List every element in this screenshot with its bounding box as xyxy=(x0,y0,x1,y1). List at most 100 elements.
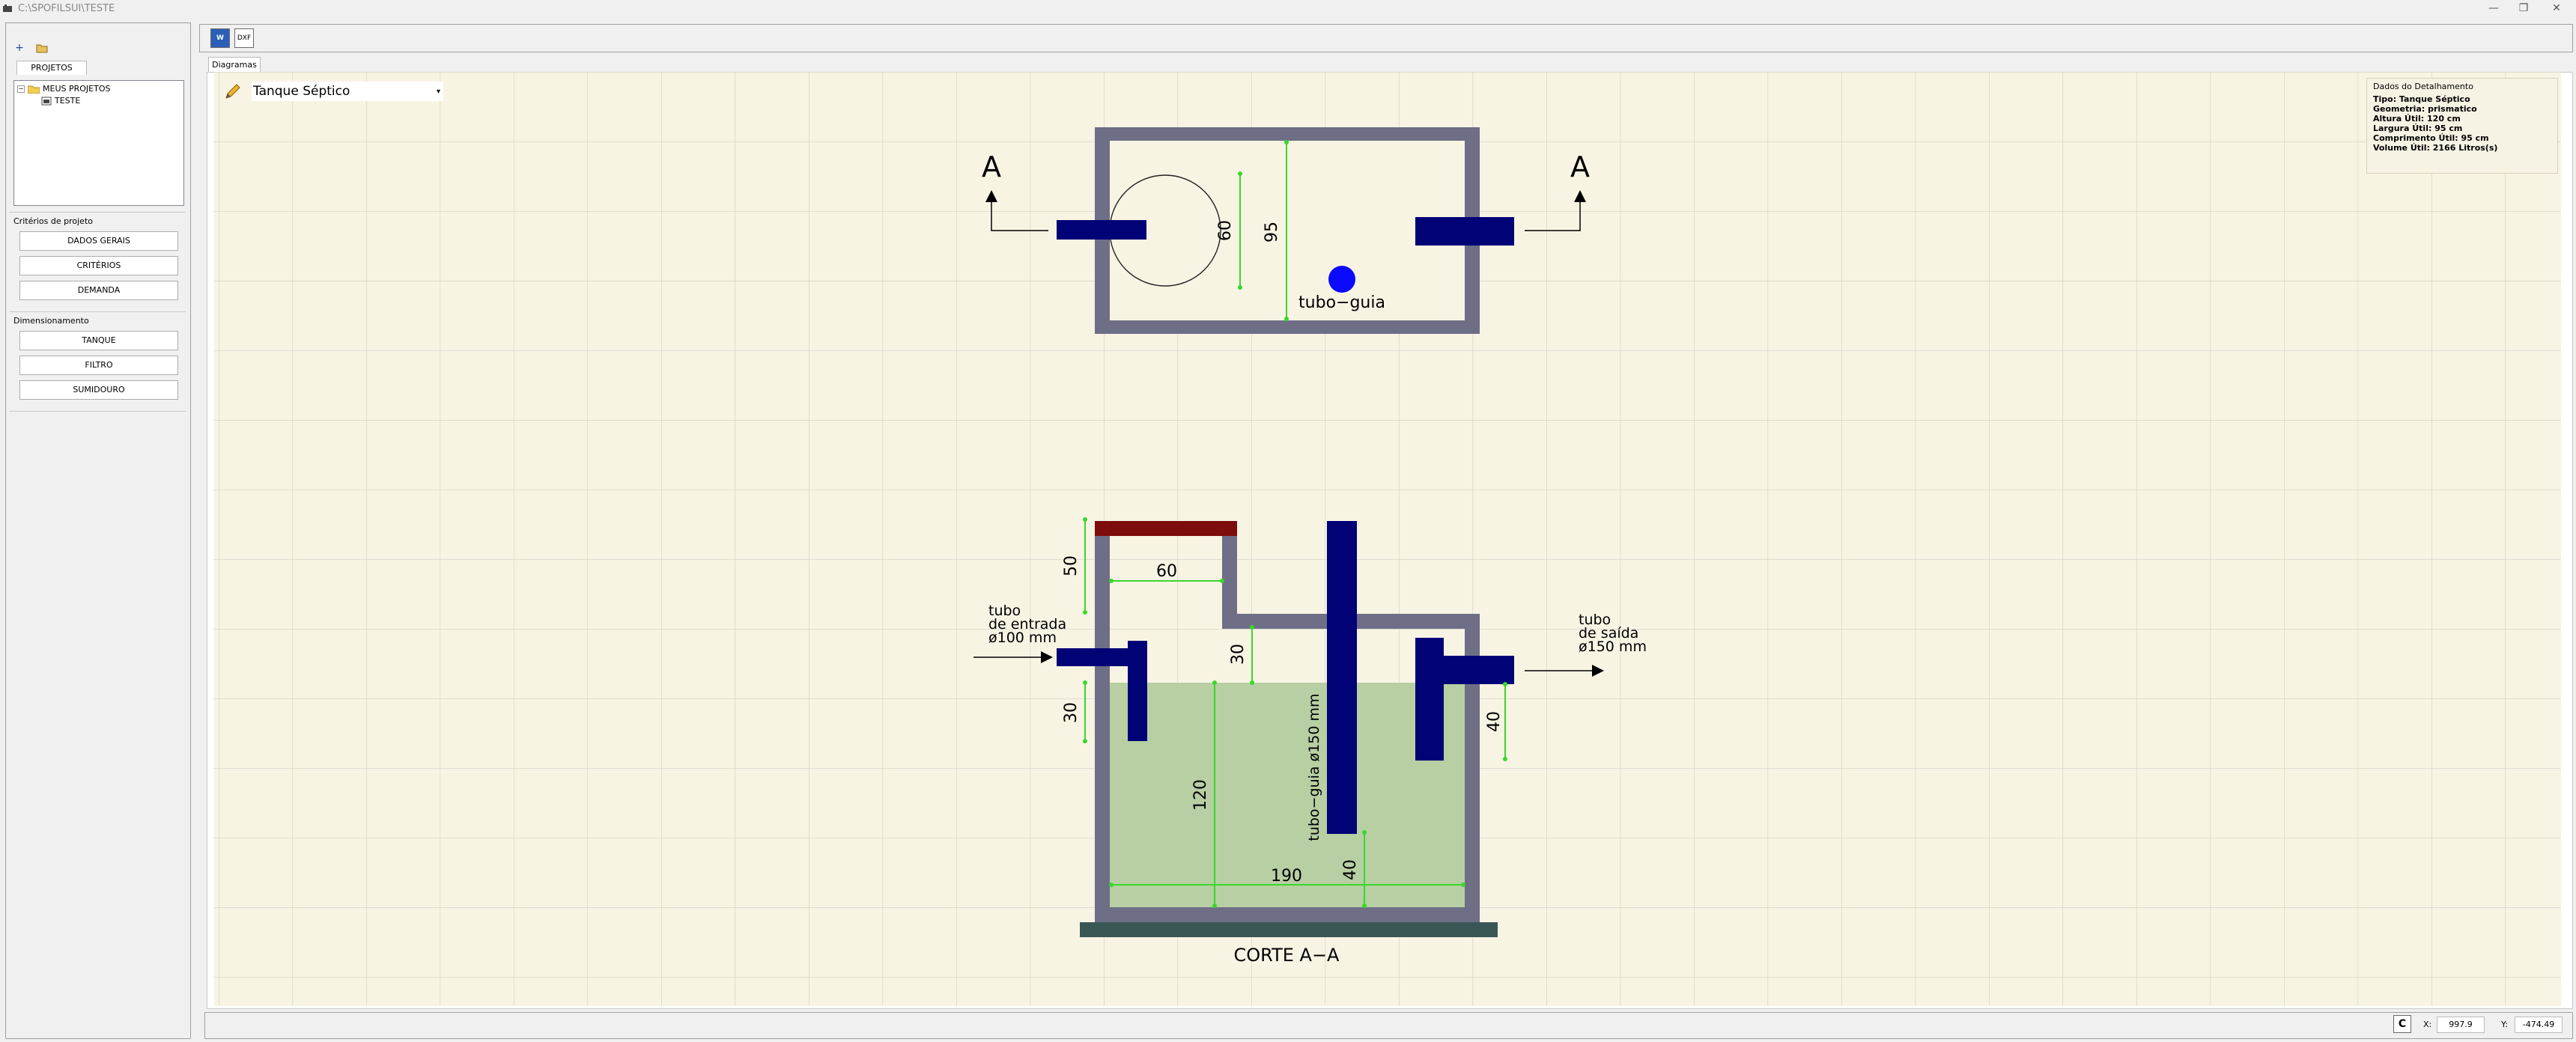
tank-base xyxy=(1080,922,1498,937)
section-line-right xyxy=(1525,201,1581,231)
dimension-tick xyxy=(1284,140,1289,144)
outlet-pipe xyxy=(1415,217,1514,246)
info-box-title: Dados do Detalhamento xyxy=(2373,82,2473,91)
dimension-label-length: 190 xyxy=(1271,867,1302,886)
inspection-neck xyxy=(1222,533,1237,629)
dimension-label-cover-height: 50 xyxy=(1062,555,1081,576)
dimension-tick xyxy=(1284,317,1289,321)
projects-tree[interactable]: − MEUS PROJETOS TESTE xyxy=(13,80,184,206)
tree-item-label: MEUS PROJETOS xyxy=(43,84,111,94)
divider xyxy=(9,212,186,213)
dimension-label-liquid-height: 120 xyxy=(1191,779,1210,811)
diagram-selector: Tanque Séptico ▾ xyxy=(223,81,443,102)
collapse-icon[interactable]: − xyxy=(17,85,25,93)
guide-pipe-section xyxy=(1327,521,1357,834)
outlet-pipe-section xyxy=(1415,656,1514,684)
diagram-type-select[interactable]: Tanque Séptico ▾ xyxy=(252,82,443,101)
open-project-button[interactable] xyxy=(34,40,49,55)
y-coordinate-field: -474.49 xyxy=(2515,1017,2563,1033)
section-view: tubo de entrada ø100 mm tubo de saída ø1… xyxy=(973,517,1647,966)
add-project-button[interactable]: + xyxy=(12,40,27,55)
sizing-group-label: Dimensionamento xyxy=(13,316,89,326)
dimension-label-bottom-gap: 40 xyxy=(1341,859,1360,880)
dimension-label-diameter: 60 xyxy=(1216,220,1235,241)
title-bar: C:\SPOFILSUI\TESTE — ❐ ✕ xyxy=(0,0,2576,16)
tank-wall-left xyxy=(1095,533,1110,922)
maximize-button[interactable]: ❐ xyxy=(2518,2,2529,14)
x-coordinate-field: 997.9 xyxy=(2437,1017,2485,1033)
info-line: Volume Útil: 2166 Litros(s) xyxy=(2373,143,2498,153)
tank-wall-right xyxy=(1465,614,1480,922)
section-mark-left: A xyxy=(982,150,1001,183)
tanque-button[interactable]: TANQUE xyxy=(19,331,178,350)
dimension-ticks xyxy=(1083,517,1507,908)
filtro-button[interactable]: FILTRO xyxy=(19,356,178,375)
outlet-pipe-label: tubo de saída ø150 mm xyxy=(1579,612,1647,655)
inlet-flow-arrow xyxy=(1041,651,1053,663)
tree-item-teste[interactable]: TESTE xyxy=(41,96,80,106)
drawing-canvas[interactable]: 60 95 tubo−guia A A xyxy=(214,72,2561,1006)
tree-item-meus-projetos[interactable]: − MEUS PROJETOS xyxy=(17,84,110,94)
section-caption: CORTE A−A xyxy=(1234,945,1340,966)
folder-icon xyxy=(28,85,40,94)
open-folder-icon xyxy=(36,44,48,53)
section-arrow-right xyxy=(1574,190,1586,202)
dimension-lines xyxy=(1084,520,1506,906)
dimension-label-inlet-depth: 30 xyxy=(1062,702,1081,723)
info-line: Largura Útil: 95 cm xyxy=(2373,124,2463,133)
info-line: Comprimento Útil: 95 cm xyxy=(2373,133,2489,143)
dimension-label-width: 95 xyxy=(1263,222,1281,243)
tank-floor xyxy=(1095,907,1480,922)
section-line-left xyxy=(991,201,1048,231)
dxf-icon: DXF xyxy=(237,34,252,42)
dimension-label-headspace: 30 xyxy=(1229,644,1248,665)
info-line: Geometria: prismatico xyxy=(2373,104,2477,114)
pencil-icon[interactable] xyxy=(223,82,243,101)
dimension-tick xyxy=(1238,285,1242,290)
info-line: Altura Útil: 120 cm xyxy=(2373,114,2461,124)
liquid-volume xyxy=(1110,683,1465,907)
window-title: C:\SPOFILSUI\TESTE xyxy=(18,3,115,14)
minimize-button[interactable]: — xyxy=(2488,2,2499,14)
main-toolbar: W DXF xyxy=(199,24,2573,52)
inlet-pipe xyxy=(1057,220,1146,240)
outlet-flow-arrow xyxy=(1592,665,1604,677)
word-icon: W xyxy=(216,34,224,42)
dados-gerais-button[interactable]: DADOS GERAIS xyxy=(19,231,178,251)
inspection-cover xyxy=(1095,521,1237,536)
chevron-down-icon[interactable]: ▾ xyxy=(436,87,440,96)
tree-item-label: TESTE xyxy=(55,96,81,106)
guide-pipe-section-label: tubo−guia ø150 mm xyxy=(1306,693,1322,841)
guide-pipe-label: tubo−guia xyxy=(1298,293,1385,312)
details-info-box: Dados do Detalhamento Tipo: Tanque Sépti… xyxy=(2366,78,2558,174)
plan-view: 60 95 tubo−guia A A xyxy=(982,127,1590,334)
info-line: Tipo: Tanque Séptico xyxy=(2373,94,2470,104)
left-panel: + PROJETOS − MEUS PROJETOS TESTE Critéri… xyxy=(5,22,191,1039)
tab-diagramas[interactable]: Diagramas xyxy=(208,57,261,73)
guide-pipe-dot xyxy=(1328,266,1355,293)
dimension-tick xyxy=(1238,171,1242,176)
inlet-tee xyxy=(1128,641,1147,741)
inlet-pipe-label: tubo de entrada ø100 mm xyxy=(988,603,1071,646)
dimension-label-cover-width: 60 xyxy=(1156,562,1177,581)
app-icon xyxy=(3,4,12,12)
divider xyxy=(9,311,186,312)
export-dxf-button[interactable]: DXF xyxy=(234,28,254,48)
dimension-label-outlet-depth: 40 xyxy=(1485,711,1504,732)
y-coordinate-label: Y: xyxy=(2501,1020,2508,1029)
add-icon: + xyxy=(15,42,24,54)
diagram-type-value: Tanque Séptico xyxy=(253,84,350,99)
criterios-button[interactable]: CRITÉRIOS xyxy=(19,256,178,275)
criteria-group-label: Critérios de projeto xyxy=(13,216,93,226)
sumidouro-button[interactable]: SUMIDOURO xyxy=(19,380,178,400)
divider xyxy=(9,411,186,412)
tab-projetos[interactable]: PROJETOS xyxy=(16,61,87,75)
demanda-button[interactable]: DEMANDA xyxy=(19,281,178,300)
section-mark-right: A xyxy=(1570,150,1590,183)
close-button[interactable]: ✕ xyxy=(2552,2,2561,14)
x-coordinate-label: X: xyxy=(2423,1020,2432,1029)
export-word-button[interactable]: W xyxy=(210,28,230,48)
section-arrow-left xyxy=(985,190,997,202)
project-icon xyxy=(41,97,52,105)
copyright-c-icon[interactable]: C xyxy=(2393,1015,2411,1033)
